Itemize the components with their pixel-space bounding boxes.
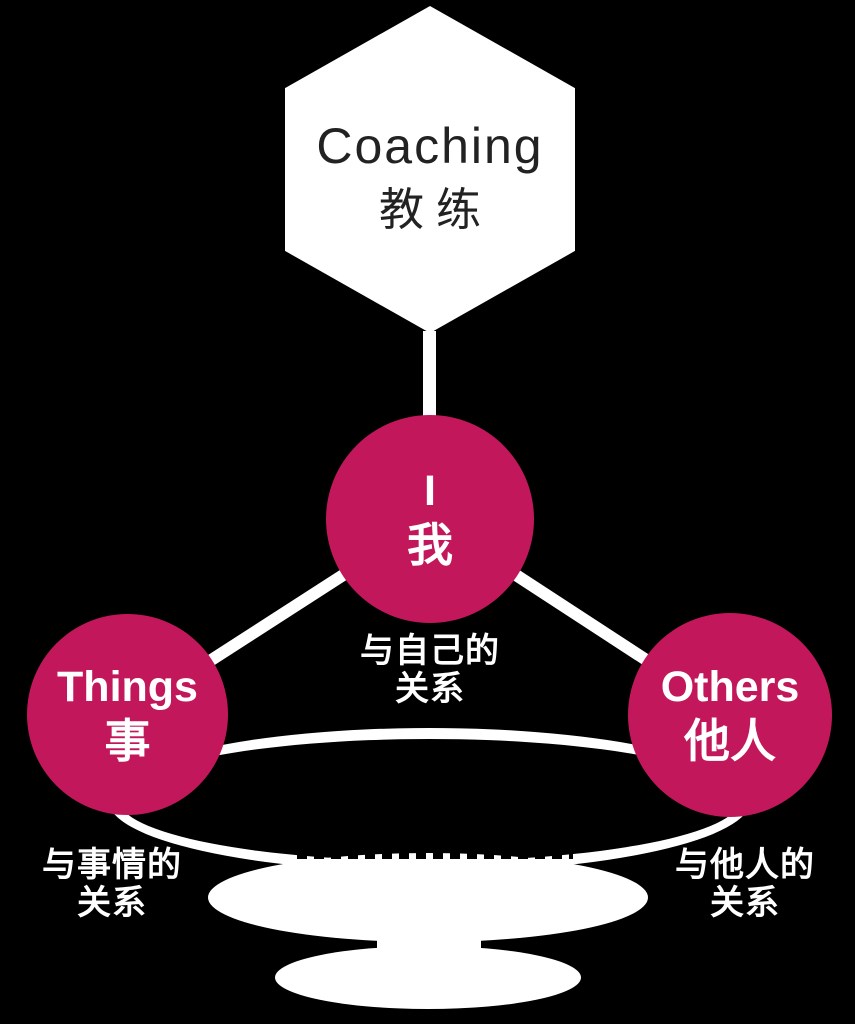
node-circle-others: Others 他人 xyxy=(628,613,832,817)
node-things-label-en: Things xyxy=(57,662,198,711)
node-others-label-zh: 他人 xyxy=(684,715,776,767)
base-ellipse-small xyxy=(275,946,581,1009)
clipped-text-artifact xyxy=(297,852,573,859)
caption-self: 与自己的 关系 xyxy=(320,632,540,708)
caption-self-line1: 与自己的 xyxy=(360,632,500,670)
node-others-label-en: Others xyxy=(660,663,800,711)
node-circle-self: I 我 xyxy=(326,415,534,623)
caption-others: 与他人的 关系 xyxy=(635,846,855,922)
coaching-hexagon: Coaching 教练 xyxy=(285,6,575,333)
node-self-label-en: I xyxy=(424,467,436,515)
caption-others-line2: 关系 xyxy=(710,884,780,922)
hexagon-subtitle: 教练 xyxy=(378,183,493,235)
caption-self-line2: 关系 xyxy=(395,670,465,708)
node-self-label-zh: 我 xyxy=(407,519,453,571)
caption-things-line1: 与事情的 xyxy=(42,846,182,884)
caption-others-line1: 与他人的 xyxy=(675,846,815,884)
node-things-label-zh: 事 xyxy=(104,714,151,767)
caption-things-line2: 关系 xyxy=(77,884,147,922)
node-circle-things: Things 事 xyxy=(27,614,228,815)
hexagon-title: Coaching xyxy=(316,117,544,174)
caption-things: 与事情的 关系 xyxy=(2,846,222,922)
connector-hexagon-to-self xyxy=(423,331,436,421)
